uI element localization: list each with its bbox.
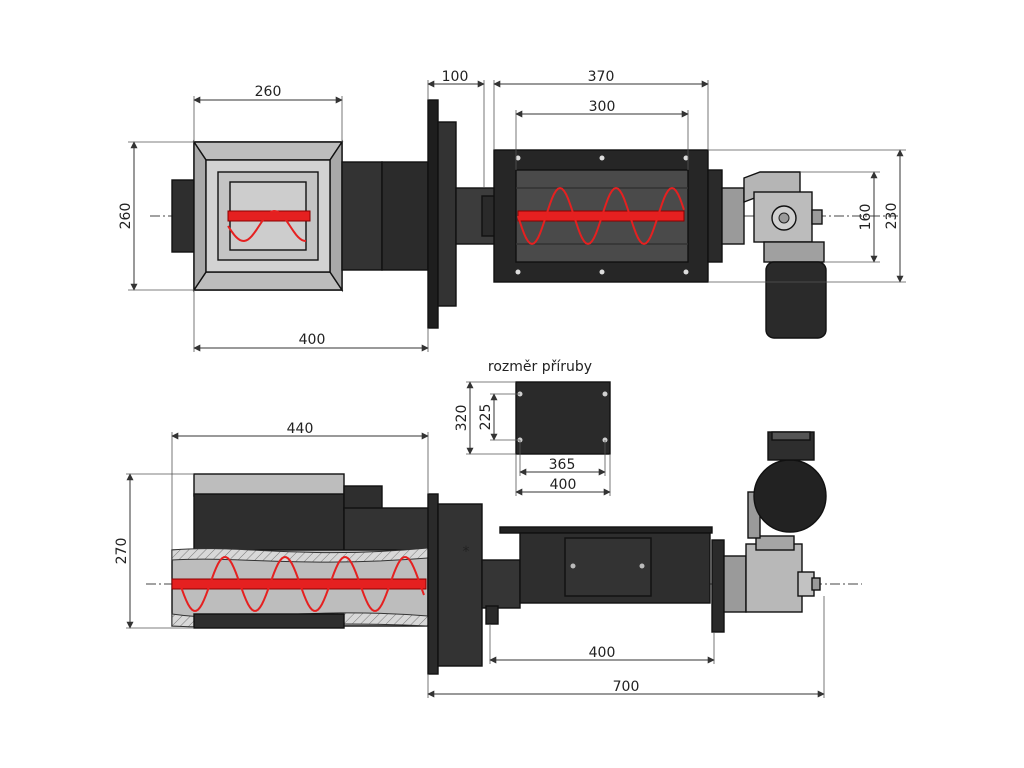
side-dimensions: 440 270 400 700 [114, 421, 825, 698]
dim-flange-outer-height: 320 [454, 405, 470, 432]
dim-hopper-depth: 260 [118, 203, 134, 230]
dim-motor-large: 230 [884, 203, 900, 230]
dim-feeder-length: 370 [588, 69, 615, 85]
side-view: * 440 [114, 421, 862, 698]
flange-plate [515, 381, 611, 455]
burner-body-front [381, 161, 429, 271]
dim-feeder-window: 300 [589, 99, 616, 115]
auger-flight-side [179, 556, 425, 612]
burner-tube-section [171, 547, 429, 629]
auger-top-hopper [227, 209, 311, 243]
dim-overall-length: 700 [613, 679, 640, 695]
dim-flange-outer-width: 400 [550, 477, 577, 493]
mounting-flange [427, 99, 439, 329]
gearbox-top [707, 169, 827, 339]
dim-flange-thickness: 100 [442, 69, 469, 85]
flange-collar [437, 121, 457, 307]
dim-motor-small: 160 [858, 204, 874, 231]
flange-title: rozměr příruby [488, 359, 592, 375]
gearbox-side [711, 431, 827, 633]
auger-top-feeder [517, 186, 685, 246]
feeder-box-side [499, 526, 713, 604]
dim-side-height: 270 [114, 538, 130, 565]
dim-flange-hole-width: 365 [549, 457, 576, 473]
dim-feeder-length-side: 400 [589, 645, 616, 661]
rear-stub [171, 179, 197, 253]
top-view: 260 260 400 100 370 300 160 [118, 69, 906, 352]
marker-asterisk: * [463, 544, 470, 560]
motor-side [753, 459, 827, 533]
dim-flange-hole-height: 225 [478, 404, 494, 431]
flange-collar-side [437, 503, 483, 667]
flange-side [427, 493, 439, 675]
motor-top [765, 261, 827, 339]
burner-body [341, 161, 383, 271]
dim-burner-length: 440 [287, 421, 314, 437]
top-dimensions: 260 260 400 100 370 300 160 [118, 69, 906, 352]
feed-tube-side [481, 559, 521, 609]
hopper-top [192, 139, 344, 293]
flange-detail: rozměr příruby 320 225 365 400 [454, 359, 611, 496]
dim-hopper-width: 260 [255, 84, 282, 100]
dim-overall-top: 400 [299, 332, 326, 348]
hopper-side [193, 473, 431, 553]
